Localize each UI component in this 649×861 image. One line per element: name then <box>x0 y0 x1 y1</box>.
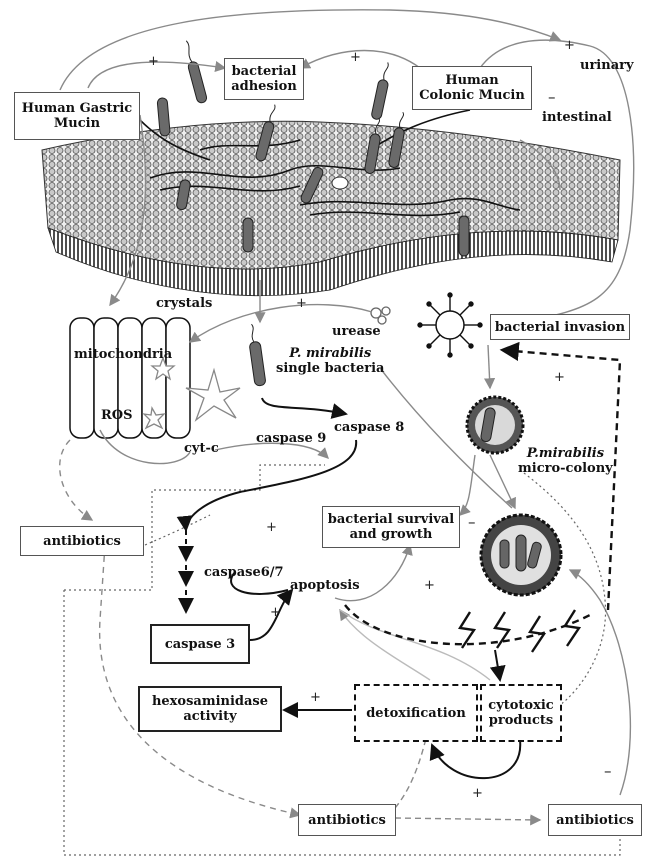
cytotoxic-line1: cytotoxic <box>488 698 553 713</box>
caspase9-label: caspase 9 <box>256 431 326 446</box>
antibiotics-right-box: antibiotics <box>548 804 642 836</box>
p-mirabilis-name: P. mirabilis <box>276 346 384 361</box>
cyt-c-label: cyt-c <box>184 441 219 456</box>
antibiotics-bottom-text: antibiotics <box>308 813 386 828</box>
p-mirabilis-single-label: P. mirabilis single bacteria <box>276 346 384 376</box>
detoxification-box: detoxification <box>354 684 478 742</box>
crystals-label: crystals <box>156 296 212 311</box>
minus-sign: – <box>548 88 556 106</box>
large-colony <box>481 515 561 595</box>
urease-label: urease <box>332 324 381 339</box>
human-colonic-mucin-line1: Human <box>445 73 498 88</box>
cytotoxic-products-box: cytotoxic products <box>480 684 562 742</box>
human-colonic-mucin-box: Human Colonic Mucin <box>412 66 532 110</box>
caspase3-box: caspase 3 <box>150 624 250 664</box>
urinary-label: urinary <box>580 58 634 73</box>
ros-label: ROS <box>101 408 133 423</box>
bacterial-invasion-box: bacterial invasion <box>490 314 630 340</box>
plus-sign: + <box>350 50 361 65</box>
mitochondria-label: mitochondria <box>74 347 172 362</box>
minus-sign: – <box>468 513 476 531</box>
plus-sign: + <box>270 605 281 620</box>
single-bacteria-text: single bacteria <box>276 361 384 376</box>
minus-sign: – <box>604 762 612 780</box>
bacterial-adhesion-line2: adhesion <box>231 79 297 94</box>
human-colonic-mucin-line2: Colonic Mucin <box>419 88 525 103</box>
plus-sign: + <box>148 54 159 69</box>
antibiotics-bottom-box: antibiotics <box>298 804 396 836</box>
hexosaminidase-line2: activity <box>183 709 236 724</box>
toxicity-bolts <box>460 610 579 652</box>
plus-sign: + <box>424 578 435 593</box>
bacterial-adhesion-box: bacterial adhesion <box>224 58 304 100</box>
bacterial-invasion-text: bacterial invasion <box>495 320 625 335</box>
p-mirabilis-micro-name: P.mirabilis <box>518 446 613 461</box>
apoptosis-label: apoptosis <box>290 578 360 593</box>
bacterial-adhesion-line1: bacterial <box>232 64 297 79</box>
cytotoxic-line2: products <box>489 713 553 728</box>
bacterial-survival-line1: bacterial survival <box>328 512 454 527</box>
human-gastric-mucin-box: Human Gastric Mucin <box>14 92 140 140</box>
micro-colony-text: micro-colony <box>518 461 613 476</box>
human-gastric-mucin-line1: Human Gastric <box>22 101 132 116</box>
detoxification-text: detoxification <box>366 706 466 721</box>
hexosaminidase-box: hexosaminidase activity <box>138 686 282 732</box>
caspase8-label: caspase 8 <box>334 420 404 435</box>
p-mirabilis-micro-label: P.mirabilis micro-colony <box>518 446 613 476</box>
plus-sign: + <box>266 520 277 535</box>
hexosaminidase-line1: hexosaminidase <box>152 694 268 709</box>
invasion-colony <box>418 293 482 357</box>
antibiotics-left-box: antibiotics <box>20 526 144 556</box>
human-gastric-mucin-line2: Mucin <box>54 116 100 131</box>
plus-sign: + <box>296 296 307 311</box>
plus-sign: + <box>472 786 483 801</box>
urease-glyph <box>371 307 390 324</box>
plus-sign: + <box>554 370 565 385</box>
plus-sign: + <box>310 690 321 705</box>
micro-colony <box>467 397 523 453</box>
caspase67-label: caspase6/7 <box>204 565 284 580</box>
antibiotics-right-text: antibiotics <box>556 813 634 828</box>
antibiotics-left-text: antibiotics <box>43 534 121 549</box>
caspase3-text: caspase 3 <box>165 637 235 652</box>
bacterial-survival-line2: and growth <box>350 527 433 542</box>
bacterial-survival-box: bacterial survival and growth <box>322 506 460 548</box>
intestinal-label: intestinal <box>542 110 612 125</box>
plus-sign: + <box>564 38 575 53</box>
